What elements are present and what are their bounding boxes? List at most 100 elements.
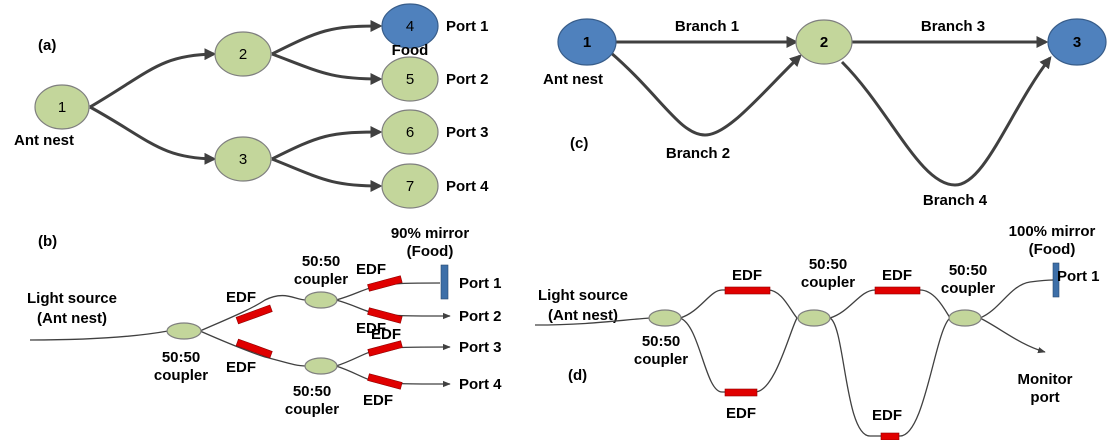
node-5: 5 bbox=[381, 56, 439, 102]
mirror-90-label-top: 90% mirror bbox=[391, 225, 470, 242]
b-port-1-label: Port 1 bbox=[459, 275, 502, 292]
panel-b-label: (b) bbox=[38, 233, 57, 250]
svg-text:3: 3 bbox=[1073, 34, 1081, 51]
edf-b1 bbox=[235, 304, 273, 325]
panel-a: (a) 1 2 3 4 5 6 bbox=[14, 3, 489, 209]
mirror-100-label-bottom: (Food) bbox=[1029, 241, 1076, 258]
coupler-1-label-bottom: coupler bbox=[154, 367, 208, 384]
svg-text:7: 7 bbox=[406, 178, 414, 195]
coupler-2-label-top: 50:50 bbox=[302, 253, 340, 270]
svg-text:5: 5 bbox=[406, 71, 414, 88]
mirror-90 bbox=[440, 264, 449, 300]
edf-b5-label: EDF bbox=[371, 326, 401, 343]
b-port-2-label: Port 2 bbox=[459, 308, 502, 325]
d-coupler-1 bbox=[648, 309, 682, 327]
svg-text:2: 2 bbox=[820, 34, 828, 51]
branch-4-label: Branch 4 bbox=[923, 192, 988, 209]
d-fiber-port1 bbox=[979, 279, 1055, 319]
d-coupler-2-label-bottom: coupler bbox=[801, 274, 855, 291]
d-coupler-2 bbox=[797, 309, 831, 327]
panel-c-label: (c) bbox=[570, 135, 588, 152]
node-7: 7 bbox=[381, 163, 439, 209]
svg-text:1: 1 bbox=[583, 34, 591, 51]
edf-b6-label: EDF bbox=[363, 392, 393, 409]
branch-1-label: Branch 1 bbox=[675, 18, 739, 35]
d-coupler-1-label-top: 50:50 bbox=[642, 333, 680, 350]
d-coupler-3-label-top: 50:50 bbox=[949, 262, 987, 279]
svg-text:1: 1 bbox=[58, 99, 66, 116]
edf-d4 bbox=[880, 432, 900, 440]
edf-b5 bbox=[367, 340, 403, 357]
edf-b2-label: EDF bbox=[226, 359, 256, 376]
d-coupler-2-label-top: 50:50 bbox=[809, 256, 847, 273]
coupler-2 bbox=[304, 291, 338, 309]
branch-2-label: Branch 2 bbox=[666, 145, 730, 162]
coupler-3-label-top: 50:50 bbox=[293, 383, 331, 400]
light-source-label: Light source bbox=[27, 290, 117, 307]
d-coupler-3-label-bottom: coupler bbox=[941, 280, 995, 297]
edf-b4-label: EDF bbox=[356, 320, 386, 337]
edf-d3 bbox=[874, 286, 921, 295]
edge-3-7 bbox=[271, 157, 383, 192]
edge-1-3 bbox=[89, 105, 217, 165]
edge-2-5 bbox=[271, 52, 383, 85]
port-1-label: Port 1 bbox=[446, 18, 489, 35]
mirror-100-label-top: 100% mirror bbox=[1009, 223, 1096, 240]
panel-c: (c) 1 2 3 Ant nest Branch 1 Branch 2 Bra… bbox=[543, 18, 1107, 209]
c-node-1: 1 bbox=[557, 18, 617, 66]
coupler-2-label-bottom: coupler bbox=[294, 271, 348, 288]
d-light-source-label: Light source bbox=[538, 287, 628, 304]
panel-d: (d) Light source (Ant nest) 50:50 couple… bbox=[534, 223, 1100, 440]
food-label: Food bbox=[392, 42, 429, 59]
coupler-1 bbox=[166, 322, 202, 340]
edf-d2-label: EDF bbox=[726, 405, 756, 422]
d-coupler-1-label-bottom: coupler bbox=[634, 351, 688, 368]
node-2: 2 bbox=[214, 31, 272, 77]
d-ant-nest-source-label: (Ant nest) bbox=[548, 307, 618, 324]
edf-d4-label: EDF bbox=[872, 407, 902, 424]
edf-d1-label: EDF bbox=[732, 267, 762, 284]
fiber-c1-up bbox=[199, 294, 307, 332]
svg-text:3: 3 bbox=[239, 151, 247, 168]
c-node-2: 2 bbox=[795, 19, 853, 65]
edf-b4 bbox=[367, 307, 403, 324]
coupler-3-label-bottom: coupler bbox=[285, 401, 339, 418]
port-3-label: Port 3 bbox=[446, 124, 489, 141]
edf-d2 bbox=[724, 388, 758, 397]
ant-nest-source-label: (Ant nest) bbox=[37, 310, 107, 327]
d-port-1-label: Port 1 bbox=[1057, 268, 1100, 285]
svg-text:2: 2 bbox=[239, 46, 247, 63]
edf-d3-label: EDF bbox=[882, 267, 912, 284]
edf-b2 bbox=[235, 338, 273, 359]
c-node-3: 3 bbox=[1047, 18, 1107, 66]
fiber-c1-down bbox=[199, 330, 307, 367]
edf-d1 bbox=[724, 286, 771, 295]
branch-4-edge bbox=[840, 56, 1052, 187]
monitor-label-top: Monitor bbox=[1018, 371, 1073, 388]
b-port-3-label: Port 3 bbox=[459, 339, 502, 356]
branch-3-label: Branch 3 bbox=[921, 18, 985, 35]
monitor-label-bottom: port bbox=[1030, 389, 1059, 406]
svg-text:4: 4 bbox=[406, 18, 414, 35]
d-fiber-c1-down bbox=[679, 317, 798, 393]
port-4-label: Port 4 bbox=[446, 178, 489, 195]
node-1: 1 bbox=[34, 84, 90, 130]
d-coupler-3 bbox=[948, 309, 982, 327]
edf-b1-label: EDF bbox=[226, 289, 256, 306]
fiber-c2-down bbox=[335, 299, 451, 320]
b-port-4-label: Port 4 bbox=[459, 376, 502, 393]
c-ant-nest-label: Ant nest bbox=[543, 71, 603, 88]
branch-2-edge bbox=[609, 50, 802, 137]
edf-b3-label: EDF bbox=[356, 261, 386, 278]
edf-b3 bbox=[367, 275, 403, 292]
d-input-fiber bbox=[534, 317, 651, 326]
input-fiber bbox=[29, 330, 169, 341]
node-6: 6 bbox=[381, 109, 439, 155]
panel-d-label: (d) bbox=[568, 367, 587, 384]
mirror-90-label-bottom: (Food) bbox=[407, 243, 454, 260]
port-2-label: Port 2 bbox=[446, 71, 489, 88]
node-3: 3 bbox=[214, 136, 272, 182]
d-fiber-monitor bbox=[979, 317, 1046, 354]
node-4: 4 bbox=[381, 3, 439, 49]
